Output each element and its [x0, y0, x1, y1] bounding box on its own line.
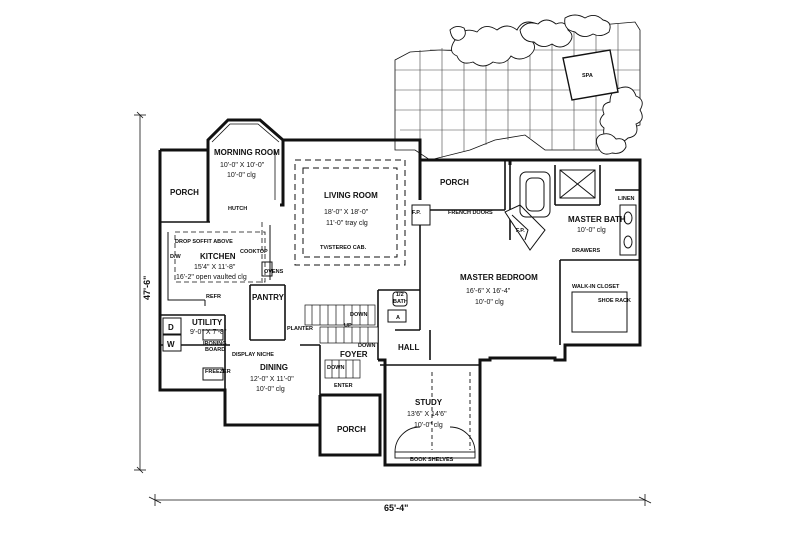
french-doors-label: FRENCH DOORS	[448, 210, 493, 216]
cooktop-label: COOKTOP	[240, 249, 268, 255]
master-bath-name: MASTER BATH	[568, 215, 626, 224]
width-dimension: 65'-4"	[384, 503, 408, 513]
utility-appliances	[162, 317, 224, 381]
display-niche-label: DISPLAY NICHE	[232, 352, 274, 358]
dining-ceiling: 10'-0" clg	[256, 386, 285, 393]
exterior-walls	[158, 118, 642, 467]
morning-room-name: MORNING ROOM	[214, 148, 280, 157]
planter-label: PLANTER	[287, 326, 313, 332]
fp-left-label: F.P.	[412, 210, 421, 216]
utility-size: 9'-0" X 7'-8"	[190, 329, 227, 336]
depth-dimension: 47'-6"	[142, 276, 152, 300]
tray-ceiling	[294, 159, 406, 266]
master-bedroom-ceiling: 10'-0" clg	[475, 299, 504, 306]
ironing-label: IRONING	[203, 341, 227, 347]
down3-label: DOWN	[327, 365, 344, 371]
morning-room-size: 10'-0" X 10'-0"	[220, 162, 265, 169]
utility-name: UTILITY	[192, 318, 223, 327]
dining-name: DINING	[260, 363, 288, 372]
down2-label: DOWN	[358, 343, 375, 349]
bath-a-label: A	[396, 315, 400, 321]
pantry-label: PANTRY	[252, 293, 285, 302]
bookshelves-label: BOOK SHELVES	[410, 457, 454, 463]
living-room-ceiling: 11'-0" tray clg	[326, 220, 368, 227]
porch-left-label: PORCH	[170, 188, 199, 197]
study-name: STUDY	[415, 398, 443, 407]
kitchen-name: KITCHEN	[200, 252, 236, 261]
up-label: UP	[344, 323, 352, 329]
tv-stereo-label: TV/STEREO CAB.	[320, 245, 367, 251]
dining-size: 12'-0" X 11'-0"	[250, 376, 294, 383]
kitchen-size: 15'4" X 11'-8"	[194, 264, 236, 271]
dryer-label: D	[168, 323, 174, 332]
master-bedroom-name: MASTER BEDROOM	[460, 273, 538, 282]
drawers-label: DRAWERS	[572, 248, 600, 254]
study-ceiling: 10'-0" clg	[414, 422, 443, 429]
kitchen-ceiling: 16'-2" open vaulted clg	[176, 274, 247, 281]
master-bath-ceiling: 10'-0" clg	[577, 227, 606, 234]
study-details	[394, 372, 476, 459]
half-bath-label-2: BATH	[393, 299, 408, 305]
bath-fixtures	[387, 169, 637, 333]
hutch-label: HUTCH	[228, 206, 247, 212]
shoe-rack-label: SHOE RACK	[598, 298, 631, 304]
stairs	[304, 304, 379, 379]
washer-label: W	[167, 340, 175, 349]
half-bath-label: 1/2	[396, 292, 404, 298]
spa: SPA	[562, 49, 619, 101]
porch-bottom-label: PORCH	[337, 425, 366, 434]
fireplaces	[411, 204, 546, 251]
kitchen-counters	[167, 225, 273, 306]
fp-right-label: F.P.	[516, 228, 525, 234]
morning-room-ceiling: 10'-0" clg	[227, 172, 256, 179]
dimension-lines	[134, 111, 652, 506]
ovens-label: OVENS	[264, 269, 284, 275]
bay-windows	[211, 123, 280, 200]
dw-label: D/W	[170, 254, 182, 260]
spa-label: SPA	[582, 73, 593, 79]
freezer-label: FREEZER	[205, 369, 231, 375]
linen-label: LINEN	[618, 196, 635, 202]
living-room-name: LIVING ROOM	[324, 191, 378, 200]
walk-in-closet-label: WALK-IN CLOSET	[572, 284, 620, 290]
study-size: 13'6" X 14'6"	[407, 411, 447, 418]
drop-soffit-label: DROP SOFFIT ABOVE	[175, 239, 233, 245]
master-bedroom-size: 16'-6" X 16'-4"	[466, 288, 511, 295]
enter-label: ENTER	[334, 383, 353, 389]
shrubbery	[449, 14, 643, 155]
living-room-size: 18'-0" X 18'-0"	[324, 209, 369, 216]
refr-label: REFR	[206, 294, 221, 300]
porch-center-label: PORCH	[440, 178, 469, 187]
hall-label: HALL	[398, 343, 419, 352]
down1-label: DOWN	[350, 312, 367, 318]
foyer-label: FOYER	[340, 350, 368, 359]
board-label: BOARD	[205, 347, 225, 353]
